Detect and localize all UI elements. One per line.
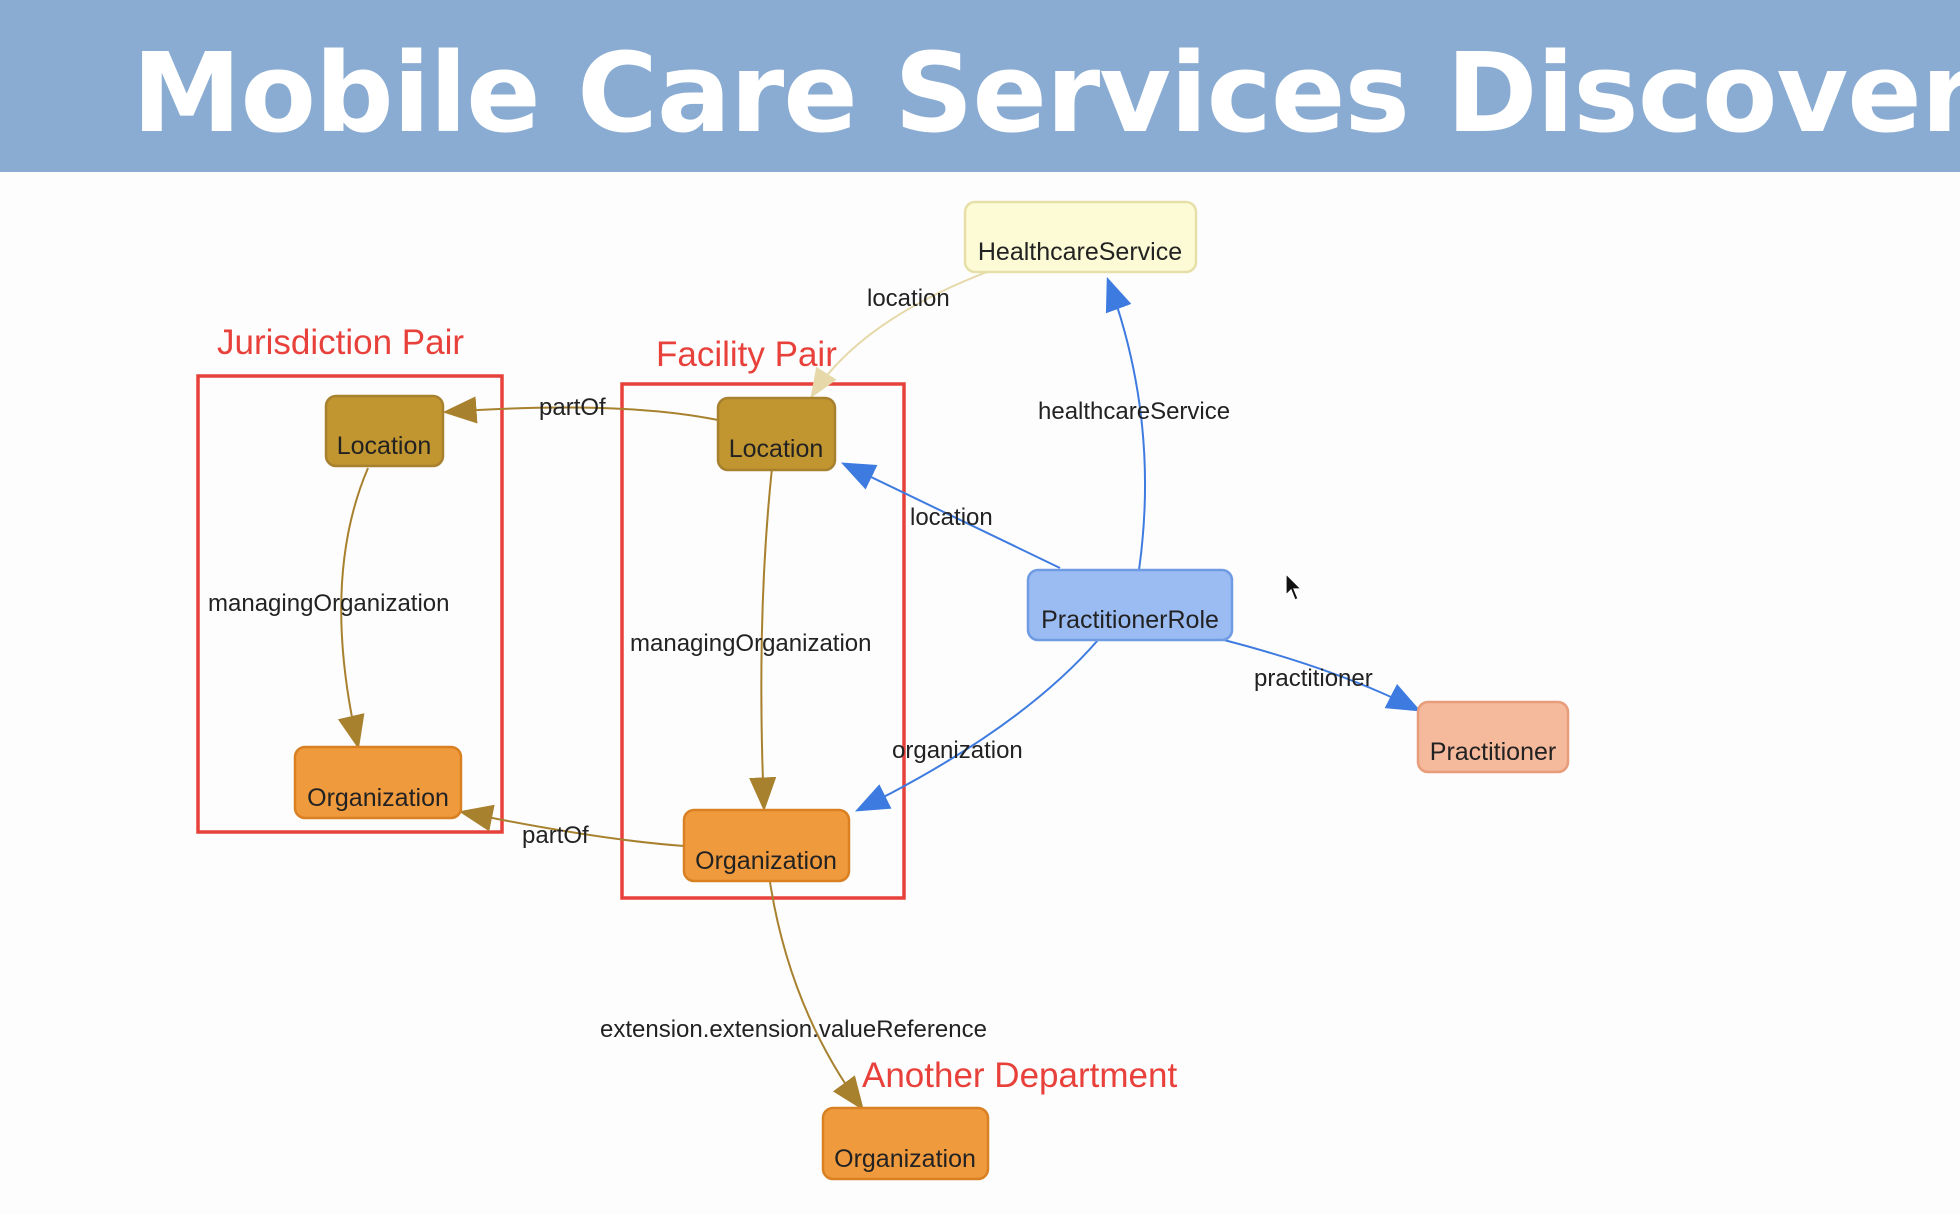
department-organization-label: Organization (834, 1145, 976, 1173)
edge-label-extension: extension.extension.valueReference (600, 1016, 987, 1043)
edge-jurisdiction-managing (337, 467, 369, 750)
edge-role-practitioner (1223, 639, 1422, 712)
department-organization-node[interactable]: Organization (821, 1106, 990, 1181)
facility-pair-box (620, 382, 906, 900)
another-department-label: Another Department (862, 1056, 1177, 1095)
edge-extension (769, 881, 865, 1111)
facility-location-node[interactable]: Location (716, 396, 837, 472)
edge-organization-partof (458, 804, 685, 847)
edge-label-facility-managing: managingOrganization (630, 630, 872, 657)
jurisdiction-pair-label: Jurisdiction Pair (217, 323, 464, 362)
edge-healthcareservice (1105, 276, 1147, 571)
jurisdiction-organization-label: Organization (307, 784, 449, 812)
edge-facility-managing (749, 467, 777, 812)
edge-label-partof-organization: partOf (522, 822, 589, 849)
practitionerrole-node[interactable]: PractitionerRole (1026, 568, 1234, 642)
edge-location-partof (442, 396, 719, 424)
edge-label-organization: organization (892, 737, 1023, 764)
jurisdiction-location-node[interactable]: Location (324, 394, 445, 468)
practitioner-label: Practitioner (1430, 738, 1556, 766)
edge-role-location (840, 462, 1061, 569)
edge-label-jurisdiction-managing: managingOrganization (208, 590, 450, 617)
healthcareservice-label: HealthcareService (978, 238, 1182, 266)
facility-organization-node[interactable]: Organization (682, 808, 851, 883)
facility-location-label: Location (729, 435, 824, 463)
jurisdiction-pair-box (196, 374, 504, 834)
edge-label-role-location: location (910, 504, 993, 531)
edge-label-healthcareservice: healthcareService (1038, 398, 1230, 425)
edge-role-organization (854, 639, 1099, 812)
edge-location-to-healthcareservice (810, 269, 993, 399)
edge-label-location-top: location (867, 285, 950, 312)
jurisdiction-organization-node[interactable]: Organization (293, 745, 463, 820)
practitioner-node[interactable]: Practitioner (1416, 700, 1570, 774)
facility-organization-label: Organization (695, 847, 837, 875)
healthcareservice-node[interactable]: HealthcareService (963, 200, 1198, 274)
jurisdiction-location-label: Location (337, 432, 432, 460)
page-title: Mobile Care Services Discovery (132, 29, 1960, 157)
edge-label-partof-location: partOf (539, 394, 606, 421)
edge-label-practitioner: practitioner (1254, 665, 1373, 692)
mouse-cursor-icon (1285, 573, 1303, 601)
facility-pair-label: Facility Pair (656, 335, 837, 374)
practitionerrole-label: PractitionerRole (1041, 606, 1219, 634)
title-banner: Mobile Care Services Discovery (0, 0, 1960, 172)
